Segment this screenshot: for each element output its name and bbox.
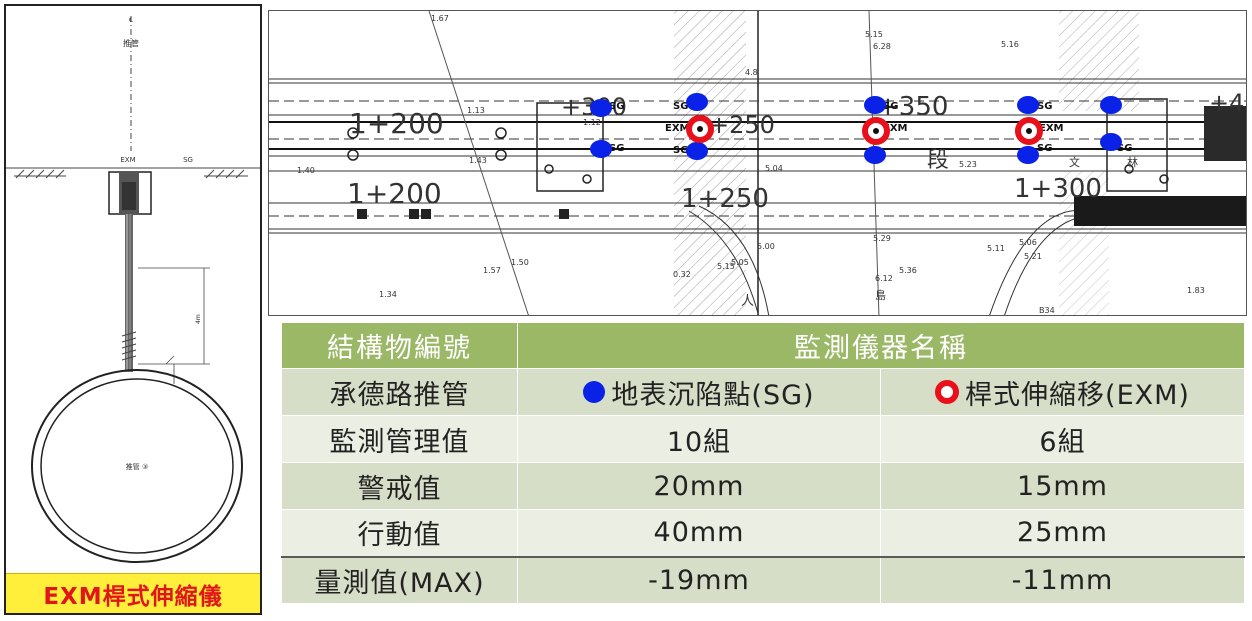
sg-tag: SG [609, 101, 624, 112]
plan-drawing: 1+200 1+200 1+250 1+300 +350 +300 +250 +… [269, 11, 1247, 315]
sg-tag: SG [1117, 143, 1132, 154]
elev-16: 5.06 [1019, 238, 1037, 247]
sg-point-icon [1017, 96, 1039, 114]
exm-section-panel: ℄ 推管 EXM SG 4m 推管 ③ EXM桿式伸縮儀 [4, 4, 262, 615]
duan-label: 段 [927, 148, 949, 173]
table-row: 量測值(MAX) -19mm -11mm [281, 555, 1245, 604]
sg-point-icon [686, 142, 708, 160]
table-row: 警戒值 20mm 15mm [281, 462, 1245, 510]
station-5: +350 [877, 92, 948, 122]
table-row: 承德路推管 地表沉陷點(SG) 桿式伸縮移(EXM) [281, 368, 1245, 416]
sg-tag: SG [1037, 143, 1052, 154]
elev-5: 1.43 [469, 156, 487, 165]
exm-tag: EXM [1039, 123, 1064, 134]
sg-legend-label: 地表沉陷點(SG) [611, 379, 815, 411]
elev-12: 5.04 [765, 164, 783, 173]
table-row: 行動值 40mm 25mm [281, 509, 1245, 557]
elev-8: 1.34 [379, 290, 397, 299]
exm-label: EXM [120, 156, 135, 164]
svg-text:4m: 4m [195, 314, 202, 324]
sg-point-icon [686, 93, 708, 111]
elev-21: 6.12 [875, 274, 893, 283]
elev-1: 1.67 [431, 14, 449, 23]
sg-point-icon [1100, 96, 1122, 114]
sg-label: SG [183, 156, 193, 164]
exm-value: 15mm [880, 462, 1245, 510]
sg-value: 20mm [517, 462, 881, 510]
plan-drawing-panel: 1+200 1+200 1+250 1+300 +350 +300 +250 +… [268, 10, 1247, 316]
elev-15: 5.11 [987, 244, 1005, 253]
elev-4: 1.40 [297, 166, 315, 175]
sg-point-icon [1017, 146, 1039, 164]
sg-dot-icon [583, 381, 606, 403]
exm-caption: EXM桿式伸縮儀 [6, 573, 260, 613]
header-instrument-name: 監測儀器名稱 [517, 322, 1245, 369]
sg-point-icon [590, 140, 612, 158]
exm-legend-cell: 桿式伸縮移(EXM) [880, 368, 1245, 416]
elev-20: 5.15 [717, 262, 735, 271]
elev-11: 5.16 [1001, 40, 1019, 49]
exm-value: 25mm [880, 509, 1245, 557]
sg-value: 10組 [517, 415, 881, 463]
sg-value: 40mm [517, 509, 881, 557]
pipe-label: 推管 ③ [126, 462, 149, 471]
station-8: +400 [1209, 89, 1247, 117]
exm-value: 6組 [880, 415, 1245, 463]
sg-tag: SG [673, 101, 688, 112]
row-label: 行動值 [281, 509, 518, 557]
sg-point-icon [864, 146, 886, 164]
sg-tag: SG [1037, 101, 1052, 112]
dao-label: 島 [875, 288, 886, 302]
sg-point-icon [864, 96, 886, 114]
table-header-row: 結構物編號 監測儀器名稱 [281, 322, 1245, 369]
sg-tag: SG [883, 101, 898, 112]
station-2: 1+200 [347, 177, 442, 210]
sg-value: -19mm [517, 555, 881, 604]
lin-label: 林 [1127, 155, 1138, 169]
sg-tag: SG [673, 145, 688, 156]
ren-label: 人 [741, 294, 754, 309]
elev-3: 1.12 [583, 118, 601, 127]
elev-23: 1.83 [1187, 286, 1205, 295]
elev-26: B34 [1039, 306, 1055, 315]
elev-13: 5.23 [959, 160, 977, 169]
exm-section-drawing: ℄ 推管 EXM SG 4m 推管 ③ [6, 16, 260, 563]
monitoring-table: 結構物編號 監測儀器名稱 承德路推管 地表沉陷點(SG) 桿式伸縮移(EXM) … [281, 322, 1245, 604]
svg-text:℄: ℄ [129, 17, 133, 24]
elev-25: 4.8 [745, 68, 758, 77]
station-4: 1+300 [1014, 174, 1102, 204]
elev-22: 5.36 [899, 266, 917, 275]
exm-tag: EXM [665, 123, 690, 134]
elev-2: 1.13 [467, 106, 485, 115]
elev-9: 5.15 [865, 30, 883, 39]
elev-24: 0.32 [673, 270, 691, 279]
exm-ring-icon [935, 380, 960, 404]
station-7: +250 [709, 111, 775, 139]
sg-tag: SG [609, 143, 624, 154]
row-label: 警戒值 [281, 462, 518, 510]
table-row: 監測管理值 10組 6組 [281, 415, 1245, 463]
elev-17: 5.21 [1024, 252, 1042, 261]
sg-point-icon [1100, 133, 1122, 151]
exm-value: -11mm [880, 555, 1245, 604]
elev-10: 6.28 [873, 42, 891, 51]
elev-18: 5.00 [757, 242, 775, 251]
elev-6: 1.57 [483, 266, 501, 275]
row-label: 監測管理值 [281, 415, 518, 463]
sg-point-icon [590, 99, 612, 117]
station-1: 1+200 [349, 107, 444, 140]
station-3: 1+250 [681, 184, 769, 214]
elev-7: 1.50 [511, 258, 529, 267]
elev-19: 5.05 [731, 258, 749, 267]
wen-label: 文 [1069, 155, 1080, 169]
centerline-label: 推管 [123, 38, 139, 48]
exm-legend-label: 桿式伸縮移(EXM) [965, 379, 1190, 411]
exm-tag: EXM [883, 123, 908, 134]
sg-legend-cell: 地表沉陷點(SG) [517, 368, 881, 416]
row-label: 承德路推管 [281, 368, 518, 416]
elev-14: 5.29 [873, 234, 891, 243]
row-label: 量測值(MAX) [281, 555, 518, 604]
header-structure-id: 結構物編號 [281, 322, 518, 369]
